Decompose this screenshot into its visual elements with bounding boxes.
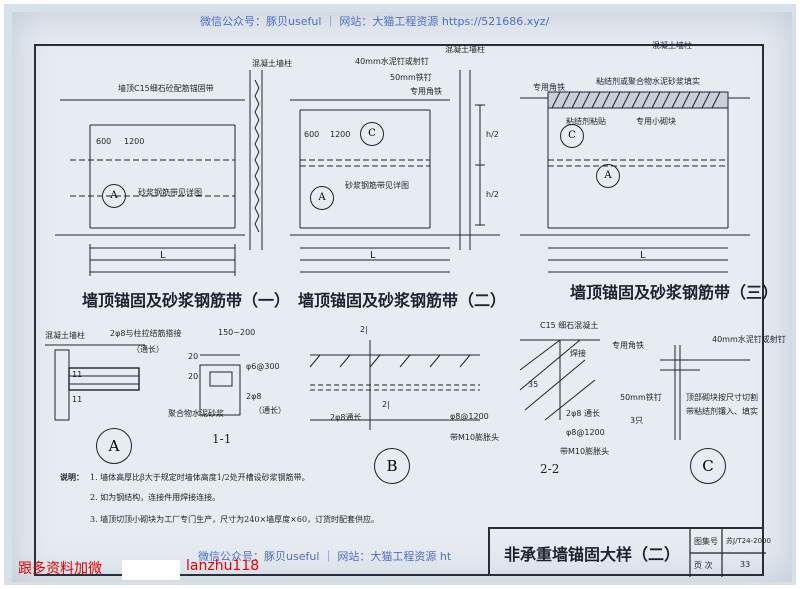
detail-11-dim-20a: 20 <box>188 352 199 361</box>
detail-11-mortar: 聚合物水泥砂浆 <box>168 409 224 418</box>
p2-dim-1200: 1200 <box>330 130 351 139</box>
detail-11-label: 1-1 <box>212 432 232 446</box>
detail-a-label-continuous: （通长） <box>132 345 164 354</box>
p3-label-adhesive: 粘结剂粘贴 <box>566 117 606 126</box>
detail-22-dim-35: 35 <box>528 380 539 389</box>
p3-label-block: 专用小砌块 <box>636 117 676 126</box>
p2-dim-l: L <box>370 250 376 261</box>
detail-22-weld: 焊接 <box>570 349 586 358</box>
p1-dim-1200: 1200 <box>124 137 145 146</box>
detail-22-concrete: C15 细石混凝土 <box>540 321 599 330</box>
detail-b-circle: B <box>374 448 410 484</box>
watermark-bottom: 微信公众号：豚贝useful ｜ 网站：大猫工程资源 ht <box>198 550 452 563</box>
p2-label-iron-nail: 50mm铁钉 <box>390 73 432 82</box>
p2-label-nail: 40mm水泥钉或射钉 <box>355 57 429 66</box>
footer-left-text: 跟多资料加微 <box>18 561 102 577</box>
p1-label-detail-ref: 砂浆钢筋带见详图 <box>138 188 202 197</box>
p2-label-angle: 专用角铁 <box>410 87 442 96</box>
p1-dim-600: 600 <box>96 137 112 146</box>
detail-22-label: 2-2 <box>540 462 560 476</box>
notes-heading: 说明： <box>60 472 84 482</box>
detail-a-label-bars: 2φ8与柱拉结筋搭接 <box>110 329 182 338</box>
p1-label-column: 混凝土墙柱 <box>252 59 292 68</box>
footer-right-text: lanzhu118 <box>186 558 260 574</box>
detail-c-qty: 3只 <box>630 416 644 425</box>
p3-dim-l: L <box>640 250 646 261</box>
detail-c-circle: C <box>690 448 726 484</box>
p2-title: 墙顶锚固及砂浆钢筋带（二） <box>298 291 507 310</box>
detail-b-anchor: φ8@1200 <box>450 412 489 421</box>
detail-b-expansion: 带M10膨胀头 <box>450 433 500 442</box>
p3-title: 墙顶锚固及砂浆钢筋带（三） <box>570 283 779 302</box>
p1-circle-a: A <box>102 184 126 208</box>
p1-title: 墙顶锚固及砂浆钢筋带（一） <box>82 291 291 310</box>
detail-c-cut: 顶部砌块按尺寸切割 <box>686 393 758 402</box>
atlas-label: 图集号 <box>694 537 718 546</box>
detail-11-continuous: （通长） <box>254 406 286 415</box>
detail-a-circle: A <box>96 428 132 464</box>
p2-dim-600: 600 <box>304 130 320 139</box>
p1-dim-l: L <box>160 250 166 261</box>
p3-circle-a: A <box>596 164 620 188</box>
detail-22-bars: 2φ8 通长 <box>566 409 600 418</box>
detail-b-bars: 2φ8通长 <box>330 413 362 422</box>
page-label: 页 次 <box>694 561 713 570</box>
p1-label-anchor-band: 墙顶C15细石砼配筋锚固带 <box>118 84 214 93</box>
page-value: 33 <box>740 560 751 569</box>
detail-c-fill: 带粘结剂镶入、填实 <box>686 407 758 416</box>
p2-dim-h2-bottom: h/2 <box>486 190 499 199</box>
detail-b-section-bottom: 2| <box>382 400 390 409</box>
title-block: 非承重墙锚固大样（二） 图集号 苏J/T24-2000 页 次 33 <box>488 527 771 577</box>
p2-label-detail-ref: 砂浆钢筋带见详图 <box>345 181 409 190</box>
watermark-top: 微信公众号：豚贝useful ｜ 网站：大猫工程资源 https://52168… <box>200 15 550 28</box>
footer-redaction <box>122 560 180 580</box>
detail-a-label-11-bottom: 11 <box>72 395 83 404</box>
drawing-frame <box>34 44 764 576</box>
title-block-grid <box>689 529 766 577</box>
detail-22-expansion: 带M10膨胀头 <box>560 447 610 456</box>
detail-c-iron-nail: 50mm铁钉 <box>620 393 662 402</box>
detail-11-stirrup: φ6@300 <box>246 362 280 371</box>
p3-label-angle: 专用角铁 <box>533 83 565 92</box>
p2-dim-h2-top: h/2 <box>486 130 499 139</box>
p2-circle-a: A <box>310 186 334 210</box>
detail-22-anchor: φ8@1200 <box>566 428 605 437</box>
p3-label-mortar: 粘结剂或聚合物水泥砂浆填实 <box>596 77 700 86</box>
p3-circle-c: C <box>560 124 584 148</box>
detail-a-label-11-top: 11 <box>72 370 83 379</box>
detail-a-label-column: 混凝土墙柱 <box>45 331 85 340</box>
detail-c-angle: 专用角铁 <box>612 341 644 350</box>
sheet-title: 非承重墙锚固大样（二） <box>504 545 681 564</box>
p2-circle-c: C <box>360 122 384 146</box>
p3-label-column: 混凝土墙柱 <box>652 41 692 50</box>
notes-item-3: 3. 墙顶切顶小砌块为工厂专门生产，尺寸为240×墙厚度×60，订货时配套供应。 <box>90 515 380 524</box>
atlas-value: 苏J/T24-2000 <box>726 537 771 545</box>
detail-c-nail: 40mm水泥钉或射钉 <box>712 335 786 344</box>
notes-item-2: 2. 如为钢结构，连接件用焊接连接。 <box>90 493 221 502</box>
p2-label-column: 混凝土墙柱 <box>445 45 485 54</box>
detail-11-bars: 2φ8 <box>246 392 262 401</box>
detail-b-section-top: 2| <box>360 325 368 334</box>
notes-item-1: 1. 墙体高厚比β大于规定时墙体高度1/2处开槽设砂浆钢筋带。 <box>90 473 310 482</box>
detail-11-dim-width: 150~200 <box>218 328 256 337</box>
detail-11-dim-20b: 20 <box>188 372 199 381</box>
